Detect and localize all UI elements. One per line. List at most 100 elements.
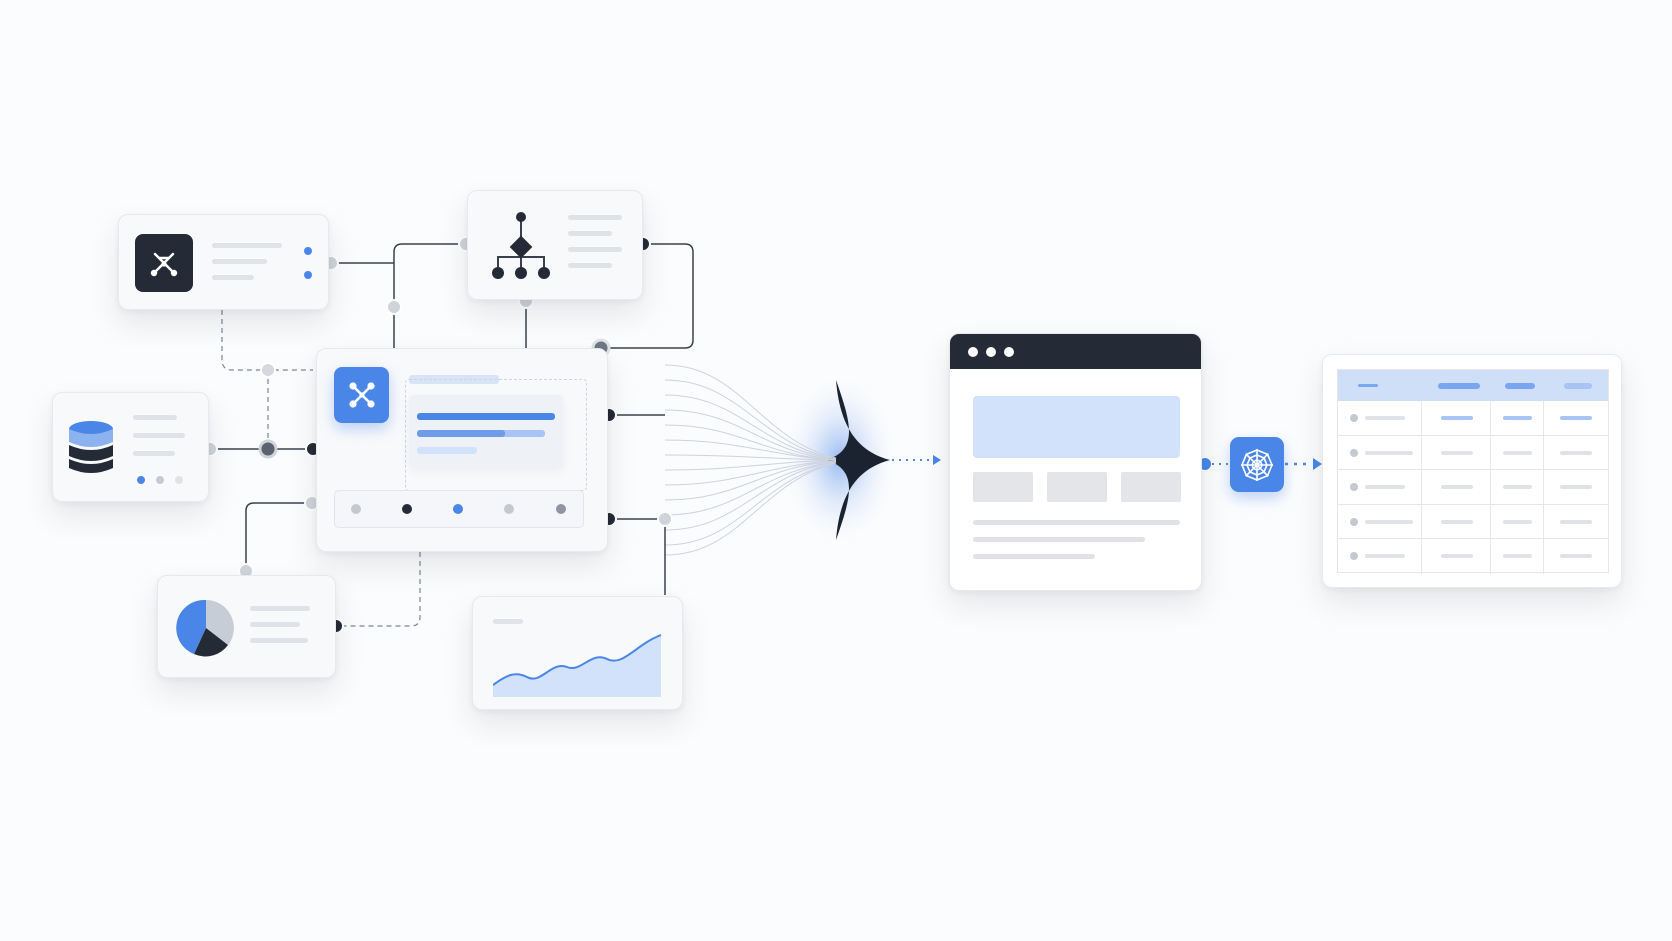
hierarchy-icon <box>492 212 550 279</box>
table-cell <box>1422 435 1491 470</box>
row-bullet <box>1350 517 1358 526</box>
cell-line <box>1560 554 1592 558</box>
cell-line <box>1503 416 1532 420</box>
cell-line <box>1365 416 1405 420</box>
header-cell <box>1564 383 1592 389</box>
text-line <box>250 622 300 627</box>
cell-line <box>1365 519 1413 524</box>
table-row[interactable] <box>1338 470 1608 505</box>
tools-card[interactable] <box>118 214 329 310</box>
cell-line <box>1560 416 1592 420</box>
text-line <box>568 215 622 220</box>
progress-line <box>417 447 477 454</box>
cell-line <box>1441 450 1473 455</box>
table-cell <box>1338 401 1422 436</box>
table-cell <box>1338 435 1422 470</box>
cell-line <box>1503 554 1532 558</box>
cell-line <box>1365 485 1405 489</box>
window-dot[interactable] <box>986 347 996 357</box>
text-line <box>250 638 308 643</box>
fan-in-lines <box>664 364 837 556</box>
pager-dot <box>175 476 183 484</box>
header-cell <box>1505 383 1535 389</box>
cell-line <box>1503 485 1532 489</box>
hierarchy-card[interactable] <box>467 190 643 300</box>
row-bullet <box>1350 483 1358 491</box>
table-cell <box>1491 470 1544 505</box>
database-icon <box>69 421 113 473</box>
arrow-head-1 <box>933 455 941 465</box>
browser-window-card[interactable] <box>949 333 1202 591</box>
status-dot <box>304 247 312 255</box>
content-block <box>1121 472 1181 502</box>
text-line <box>133 433 185 438</box>
cell-line <box>1441 485 1473 489</box>
window-dot[interactable] <box>968 347 978 357</box>
hub-tile <box>334 367 389 423</box>
table-cell <box>1544 505 1608 539</box>
pager-dot <box>137 476 145 484</box>
table-cell <box>1491 435 1544 470</box>
text-line <box>568 247 622 252</box>
table-cell <box>1491 401 1544 436</box>
cell-line <box>1365 450 1413 455</box>
cell-line <box>1441 519 1473 524</box>
step-dot[interactable] <box>453 504 463 514</box>
table-row[interactable] <box>1338 401 1608 436</box>
progress-line <box>417 430 505 437</box>
browser-titlebar <box>950 334 1201 369</box>
row-bullet <box>1350 552 1358 560</box>
table-cell <box>1491 504 1544 539</box>
database-card[interactable] <box>52 392 209 502</box>
web-icon <box>1241 448 1273 481</box>
row-bullet <box>1350 414 1358 422</box>
table-cell <box>1491 539 1544 574</box>
table-cell <box>1544 470 1608 505</box>
tools-icon <box>150 252 178 277</box>
pie-chart-icon <box>176 599 234 657</box>
tools-tile <box>135 234 193 292</box>
table-cell <box>1544 401 1608 436</box>
cell-line <box>1441 554 1473 558</box>
convergence-glow <box>780 370 900 550</box>
progress-line <box>417 413 555 420</box>
area-chart-card[interactable] <box>472 596 683 710</box>
pager-dot <box>156 476 164 484</box>
central-hub-card[interactable] <box>316 348 608 552</box>
text-line <box>973 537 1145 542</box>
cell-line <box>1503 450 1532 455</box>
area-chart-icon <box>493 634 662 697</box>
header-cell <box>1438 383 1480 389</box>
web-node-tile[interactable] <box>1230 437 1284 492</box>
text-line <box>133 451 175 456</box>
window-dot[interactable] <box>1004 347 1014 357</box>
text-line <box>212 243 282 248</box>
step-dot[interactable] <box>556 504 566 514</box>
cell-line <box>1503 519 1532 524</box>
inner-panel <box>409 395 563 467</box>
text-line <box>133 415 177 420</box>
table-row[interactable] <box>1338 504 1608 539</box>
step-dot[interactable] <box>504 504 514 514</box>
cell-line <box>1365 554 1405 558</box>
table-row[interactable] <box>1338 539 1608 574</box>
status-dot <box>304 271 312 279</box>
step-dot[interactable] <box>402 504 412 514</box>
table-cell <box>1544 436 1608 470</box>
text-line <box>568 263 612 268</box>
text-line <box>212 259 267 264</box>
table-cell <box>1544 539 1608 574</box>
table-cell <box>1422 504 1491 539</box>
cell-line <box>1560 519 1592 524</box>
table-cell <box>1338 470 1422 505</box>
table-row[interactable] <box>1338 435 1608 470</box>
content-block <box>1047 472 1107 502</box>
arrow-head-2 <box>1313 458 1322 470</box>
step-dot[interactable] <box>351 504 361 514</box>
table-cell <box>1422 470 1491 505</box>
data-table-card[interactable] <box>1322 354 1622 588</box>
pie-chart-card[interactable] <box>157 575 336 678</box>
text-line <box>250 606 310 611</box>
content-block <box>973 472 1033 502</box>
